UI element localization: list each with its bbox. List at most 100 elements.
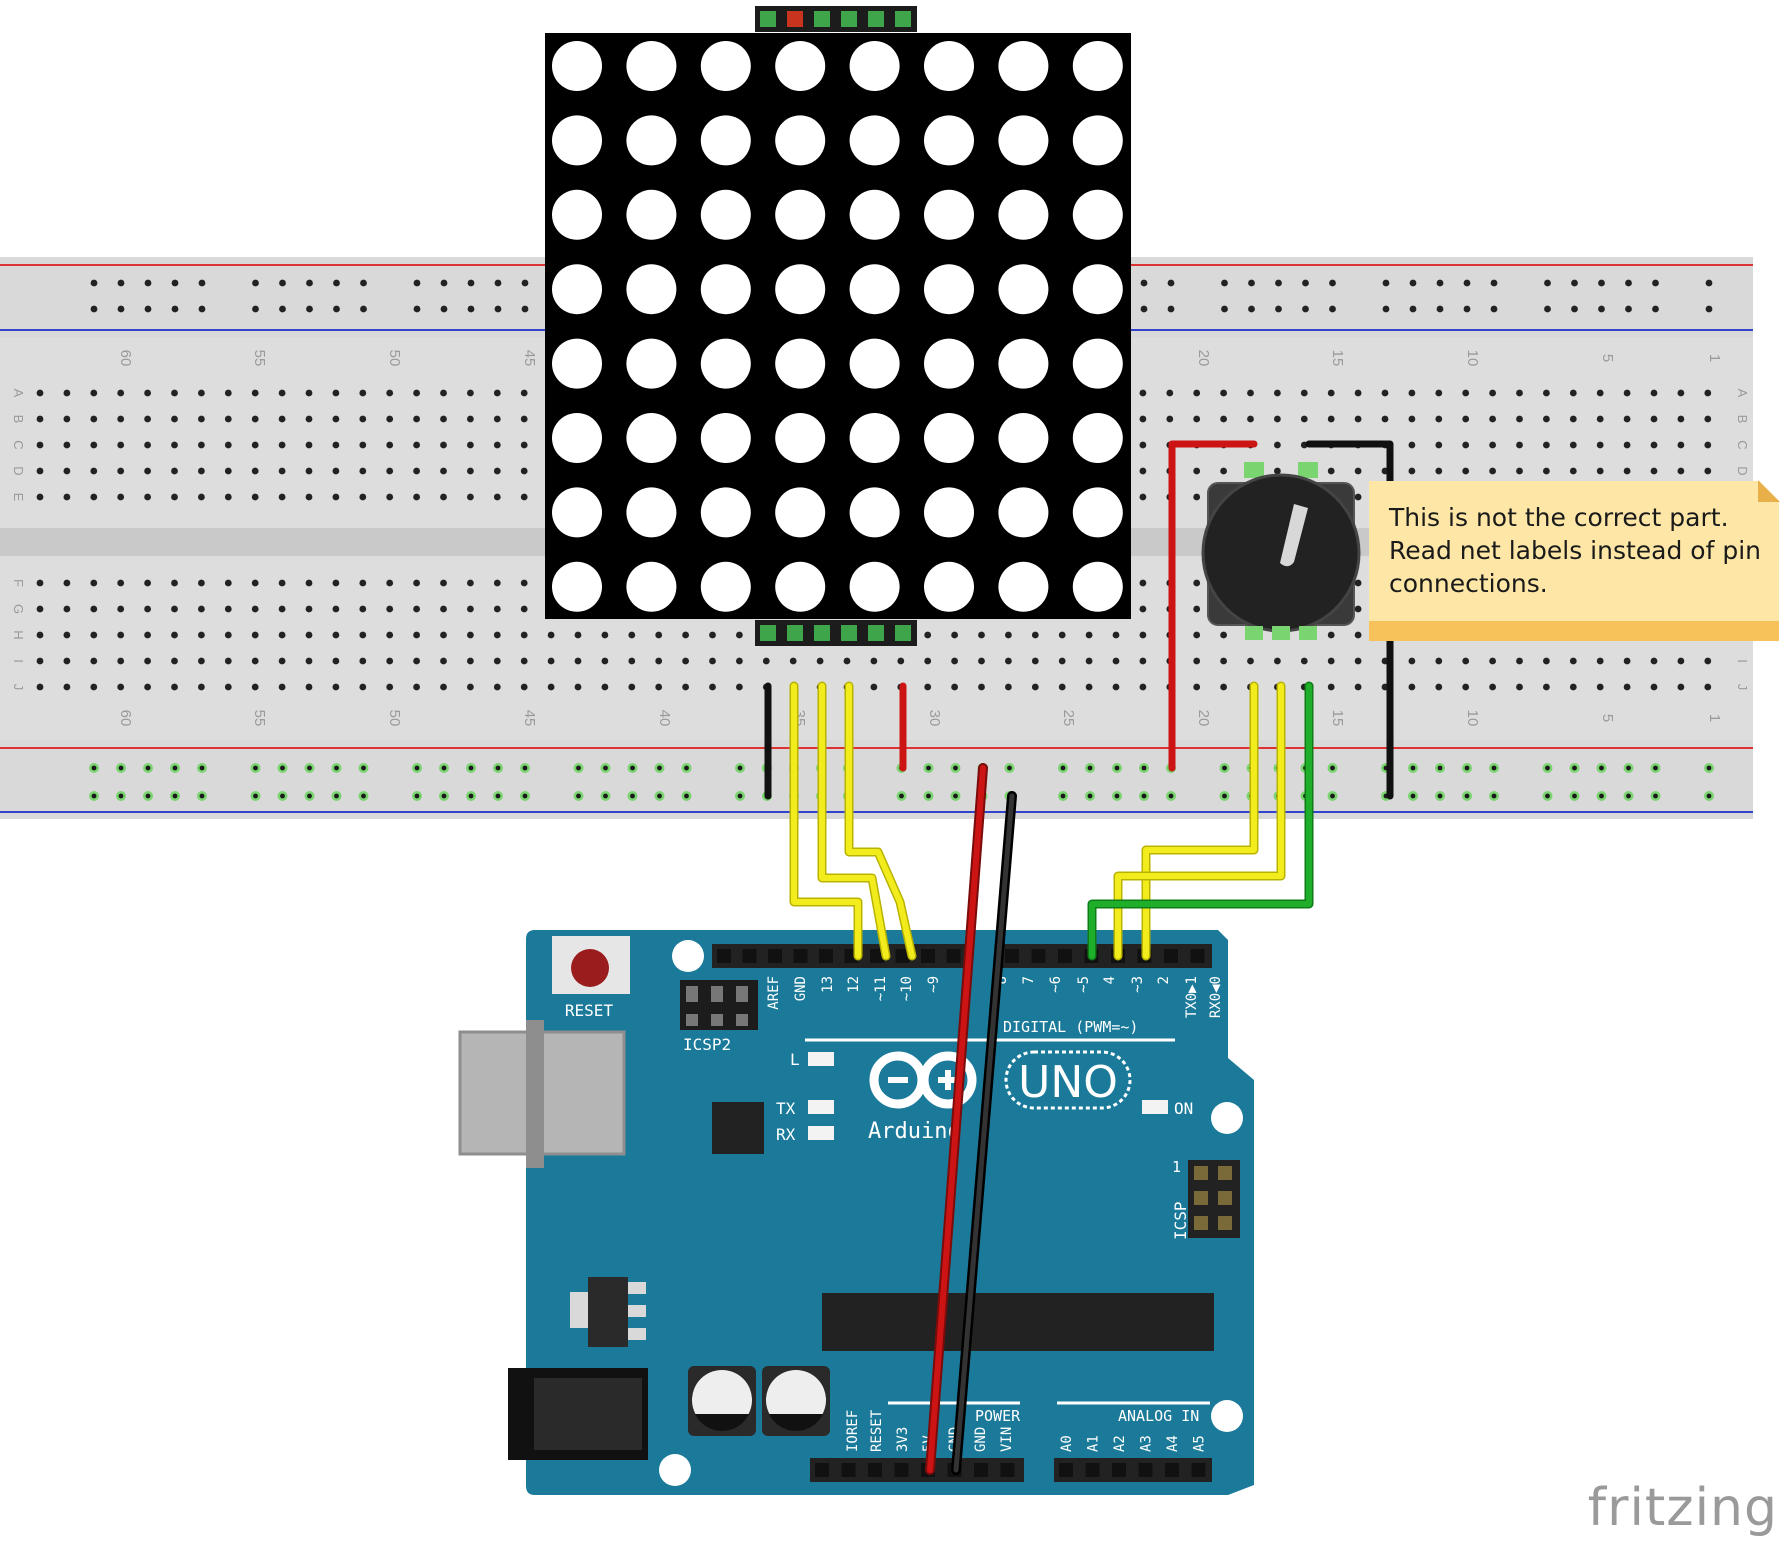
breadboard-hole xyxy=(1274,441,1281,449)
breadboard-hole xyxy=(1274,415,1281,423)
row-letter: F xyxy=(11,579,26,587)
breadboard-hole xyxy=(1220,467,1227,475)
breadboard-hole xyxy=(36,631,44,639)
rail-hole xyxy=(90,305,98,313)
breadboard-hole xyxy=(1193,415,1201,423)
breadboard-hole xyxy=(1516,467,1523,475)
rail-hole-center xyxy=(1545,765,1550,771)
breadboard-hole xyxy=(36,605,44,613)
led-tx xyxy=(808,1100,834,1114)
column-number: 55 xyxy=(251,350,268,367)
pot-pin-pad xyxy=(1245,626,1263,640)
breadboard-hole xyxy=(63,631,71,639)
breadboard-hole xyxy=(278,605,286,613)
breadboard-hole xyxy=(171,579,178,587)
breadboard-hole xyxy=(1408,415,1416,423)
rail-hole-center xyxy=(441,765,447,771)
led-l-label: L xyxy=(790,1050,800,1069)
rail-hole-center xyxy=(1141,765,1147,771)
header-hole xyxy=(1190,949,1205,963)
matrix-led xyxy=(700,561,751,612)
rail-hole-center xyxy=(630,765,635,771)
breadboard-column-numbers: 6060555550504545404035353030252520201515… xyxy=(117,350,1723,727)
breadboard-hole xyxy=(682,683,689,691)
breadboard-hole xyxy=(1516,415,1523,423)
breadboard-hole xyxy=(63,579,71,587)
breadboard-hole xyxy=(1650,389,1658,397)
row-letter: D xyxy=(1735,466,1750,475)
breadboard-hole xyxy=(359,631,367,639)
icsp2-pin xyxy=(686,1014,698,1026)
pot-pin-pad xyxy=(1244,462,1264,478)
rail-hole xyxy=(360,279,367,287)
breadboard-hole xyxy=(493,683,501,691)
rail-hole-center xyxy=(684,765,689,771)
rail-hole-center xyxy=(630,793,635,799)
breadboard-hole xyxy=(359,657,367,665)
column-number: 40 xyxy=(656,710,673,727)
header-hole xyxy=(815,1463,829,1477)
rail-hole xyxy=(360,305,367,313)
matrix-top-pins xyxy=(755,6,917,32)
breadboard-hole xyxy=(789,657,797,665)
breadboard-hole xyxy=(1704,415,1712,423)
matrix-led xyxy=(552,264,602,315)
breadboard-hole xyxy=(117,441,125,449)
breadboard-hole xyxy=(843,657,851,665)
reset-button[interactable] xyxy=(571,949,609,987)
breadboard-hole xyxy=(198,605,205,613)
matrix-pin-pads xyxy=(760,11,911,641)
matrix-led xyxy=(924,338,974,389)
regulator-pin xyxy=(628,1328,646,1340)
breadboard-hole xyxy=(1058,657,1066,665)
header-hole xyxy=(1005,949,1019,963)
breadboard-hole xyxy=(1623,389,1631,397)
breadboard-hole xyxy=(467,441,474,449)
matrix-led xyxy=(775,41,826,91)
rail-hole-center xyxy=(657,793,662,799)
breadboard-hole xyxy=(1193,467,1201,475)
breadboard-hole xyxy=(1623,467,1631,475)
rail-hole-center xyxy=(280,793,285,799)
warning-note: This is not the correct part. Read net l… xyxy=(1369,480,1780,641)
rail-hole xyxy=(494,279,502,287)
breadboard-hole xyxy=(493,579,501,587)
matrix-led xyxy=(1072,413,1123,463)
rail-hole xyxy=(413,305,421,313)
breadboard-hole xyxy=(198,683,205,691)
breadboard-hole xyxy=(251,579,259,587)
breadboard-hole xyxy=(1058,683,1066,691)
breadboard-hole xyxy=(1354,631,1362,639)
breadboard-hole xyxy=(198,415,205,423)
breadboard-hole xyxy=(117,605,125,613)
column-number: 20 xyxy=(1195,710,1212,727)
breadboard-hole xyxy=(144,493,152,501)
breadboard-hole xyxy=(1193,579,1201,587)
breadboard-hole xyxy=(1543,389,1550,397)
breadboard-hole xyxy=(1623,657,1631,665)
pot-knob[interactable] xyxy=(1201,473,1361,633)
breadboard-hole xyxy=(1677,389,1685,397)
breadboard-hole xyxy=(198,579,205,587)
regulator-pin xyxy=(628,1282,646,1294)
breadboard-hole xyxy=(1489,441,1496,449)
breadboard-hole xyxy=(1435,415,1443,423)
rail-hole-center xyxy=(1114,765,1120,771)
breadboard-hole xyxy=(171,605,178,613)
rail-hole-center xyxy=(1572,765,1577,771)
column-number: 10 xyxy=(1464,710,1481,727)
breadboard-hole xyxy=(655,657,663,665)
breadboard-hole xyxy=(1408,683,1416,691)
power-header-label: POWER xyxy=(975,1407,1021,1425)
matrix-led xyxy=(924,487,974,538)
led-matrix xyxy=(545,6,1131,646)
breadboard-hole xyxy=(440,441,447,449)
breadboard-hole xyxy=(1031,683,1039,691)
rail-hole xyxy=(279,279,286,287)
breadboard-hole xyxy=(1596,467,1604,475)
rail-hole-center xyxy=(172,765,178,771)
breadboard-hole xyxy=(359,389,367,397)
breadboard-hole xyxy=(493,467,501,475)
breadboard-hole xyxy=(1166,389,1174,397)
rail-hole-center xyxy=(522,793,528,799)
